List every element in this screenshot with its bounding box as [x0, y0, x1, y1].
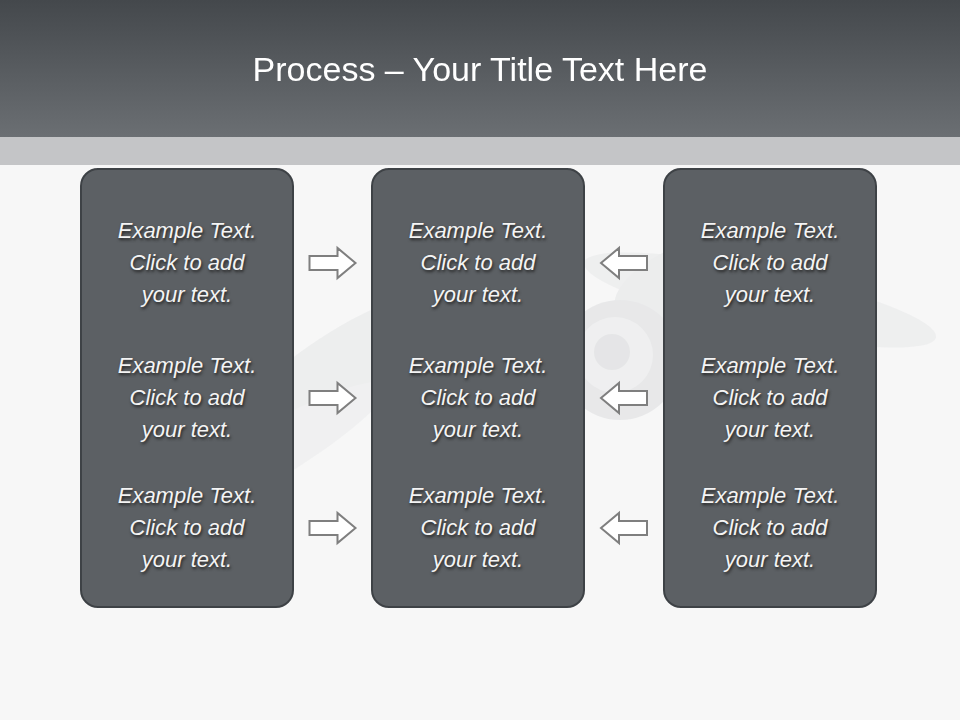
block-arrow	[601, 513, 647, 543]
example-text: Example Text. Click to add your text.	[111, 350, 263, 446]
process-column: Example Text. Click to add your text. Exa…	[80, 168, 294, 608]
block-arrow	[601, 248, 647, 278]
example-text: Example Text. Click to add your text.	[694, 480, 846, 576]
header-band	[0, 0, 960, 137]
flower-watermark	[79, 212, 943, 580]
block-arrow	[601, 383, 647, 413]
example-text: Example Text. Click to add your text.	[402, 350, 554, 446]
example-text: Example Text. Click to add your text.	[694, 350, 846, 446]
example-text: Example Text. Click to add your text.	[111, 215, 263, 311]
example-text: Example Text. Click to add your text.	[111, 480, 263, 576]
example-text: Example Text. Click to add your text.	[694, 215, 846, 311]
process-column: Example Text. Click to add your text. Exa…	[371, 168, 585, 608]
slide-title: Process – Your Title Text Here	[0, 50, 960, 89]
process-column: Example Text. Click to add your text. Exa…	[663, 168, 877, 608]
example-text: Example Text. Click to add your text.	[402, 480, 554, 576]
block-arrow	[310, 513, 356, 543]
block-arrow	[310, 248, 356, 278]
example-text: Example Text. Click to add your text.	[402, 215, 554, 311]
header-strip	[0, 137, 960, 165]
block-arrow	[310, 383, 356, 413]
